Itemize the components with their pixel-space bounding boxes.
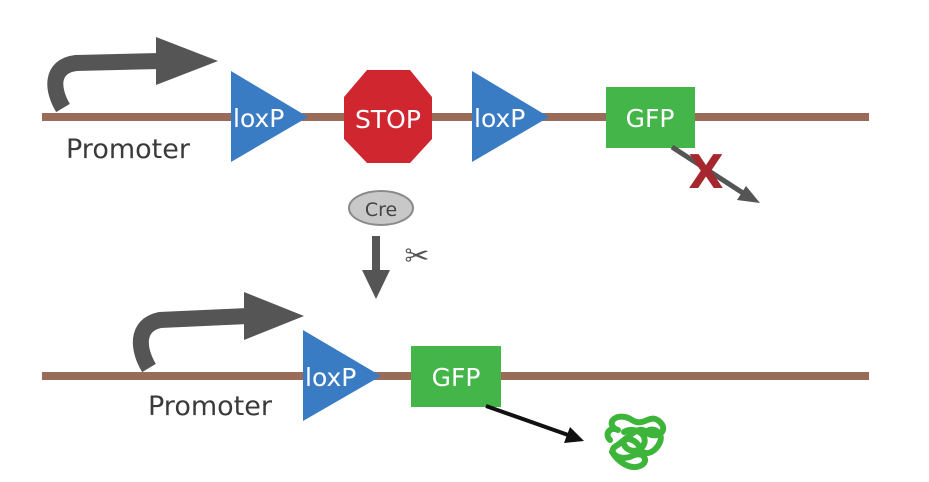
loxp-site-right: loxP (472, 71, 549, 162)
construct-after: Promoter loxP GFP (42, 292, 869, 470)
blocked-expression-arrow: X (670, 144, 760, 203)
construct-before: Promoter loxP STOP loxP GFP X (42, 37, 869, 203)
stop-sign-icon (344, 70, 432, 163)
expression-arrow-icon (485, 404, 584, 443)
recombination-down-arrow-icon (362, 236, 390, 299)
loxp-site-remaining: loxP (303, 330, 381, 421)
scissors-icon: ✂ (404, 239, 429, 274)
loxp-site-left: loxP (231, 71, 308, 162)
stop-label: STOP (355, 105, 421, 134)
loxp-right-label: loxP (474, 104, 525, 133)
promoter-arrow-icon (47, 37, 218, 113)
gfp-gene-bottom: GFP (411, 346, 501, 407)
loxp-left-label: loxP (233, 104, 284, 133)
loxp-triangle-icon (231, 71, 308, 162)
promoter-label: Promoter (66, 134, 191, 165)
loxp-label-bottom: loxP (305, 363, 356, 392)
gfp-box (606, 87, 695, 148)
cre-label: Cre (365, 199, 397, 221)
gfp-protein-icon (604, 413, 667, 470)
gfp-label-top: GFP (626, 104, 675, 133)
cre-recombination: Cre ✂ (348, 190, 430, 299)
stop-cassette: STOP (344, 70, 432, 163)
loxp-triangle-icon (472, 71, 549, 162)
gfp-label-bottom: GFP (432, 363, 481, 392)
promoter-label: Promoter (148, 391, 273, 422)
gfp-gene-top: GFP (606, 87, 695, 148)
blocked-x-mark: X (688, 145, 723, 199)
promoter-arrow-icon (132, 292, 304, 373)
loxp-triangle-icon (303, 330, 381, 421)
cre-enzyme-icon (348, 190, 414, 226)
gfp-box (411, 346, 501, 407)
